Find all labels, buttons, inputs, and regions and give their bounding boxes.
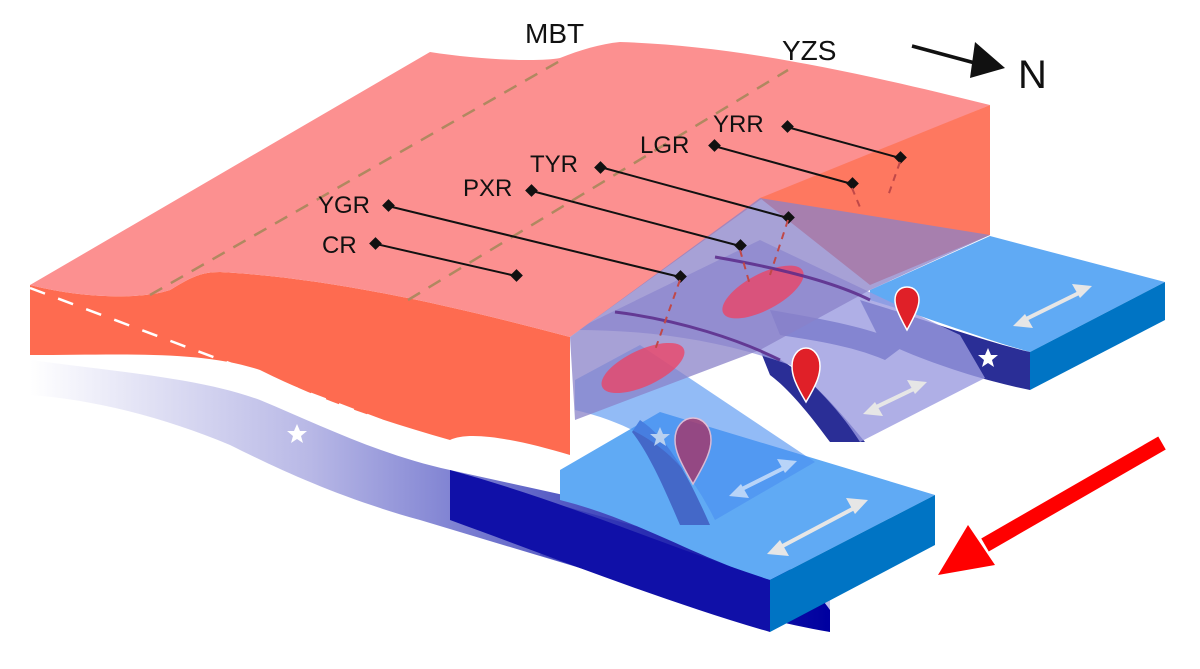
convergence-arrow-icon <box>938 436 1166 575</box>
slab-block-front-side <box>770 495 935 632</box>
star-icon <box>978 348 998 367</box>
slab-interface-line-front <box>614 310 781 362</box>
north-label: N <box>1018 53 1047 97</box>
melt-zone-back <box>722 265 804 319</box>
rift-drop-lines <box>654 161 901 351</box>
leader-cr <box>375 243 517 277</box>
rift-label-ygr: YGR <box>318 192 370 219</box>
slab-interface-line-back <box>714 255 871 302</box>
leader-lgr <box>713 145 853 185</box>
extension-arrow-icon <box>767 498 868 556</box>
fault-label-mbt: MBT <box>525 18 584 49</box>
slab-block-front-face <box>450 470 770 632</box>
north-arrow-icon <box>911 42 1005 78</box>
extension-arrow-icon <box>1013 284 1092 328</box>
fault-label-yzs: YZS <box>782 35 836 66</box>
rift-label-tyr: TYR <box>530 151 578 178</box>
fault-line-mbt <box>149 56 566 297</box>
slab-block-right-side <box>1030 282 1165 390</box>
rift-label-yrr: YRR <box>713 111 764 138</box>
slab-descending-band-middle <box>760 350 865 442</box>
leader-pxr <box>531 190 741 247</box>
leader-ygr <box>387 205 681 278</box>
rift-label-cr: CR <box>322 232 357 259</box>
star-icon <box>287 424 307 443</box>
extension-arrow-icon <box>863 380 927 416</box>
leader-yrr <box>786 126 901 159</box>
volcano-marker-icon <box>674 417 712 486</box>
slab-descending-band-left <box>632 420 710 525</box>
rift-leaders <box>375 126 901 278</box>
upper-plate-top <box>30 42 990 337</box>
upper-plate-front-face <box>30 272 570 455</box>
star-icon <box>650 427 670 446</box>
slab-block-right-top <box>870 236 1165 352</box>
rift-label-lgr: LGR <box>640 132 689 159</box>
leader-tyr <box>599 166 789 219</box>
fault-line-yzs <box>407 68 789 302</box>
volcano-marker-icon <box>894 286 920 332</box>
rift-label-pxr: PXR <box>463 175 512 202</box>
extension-arrow-icon <box>729 459 797 498</box>
melt-zone-front <box>601 342 685 394</box>
volcano-marker-icon <box>791 347 821 404</box>
